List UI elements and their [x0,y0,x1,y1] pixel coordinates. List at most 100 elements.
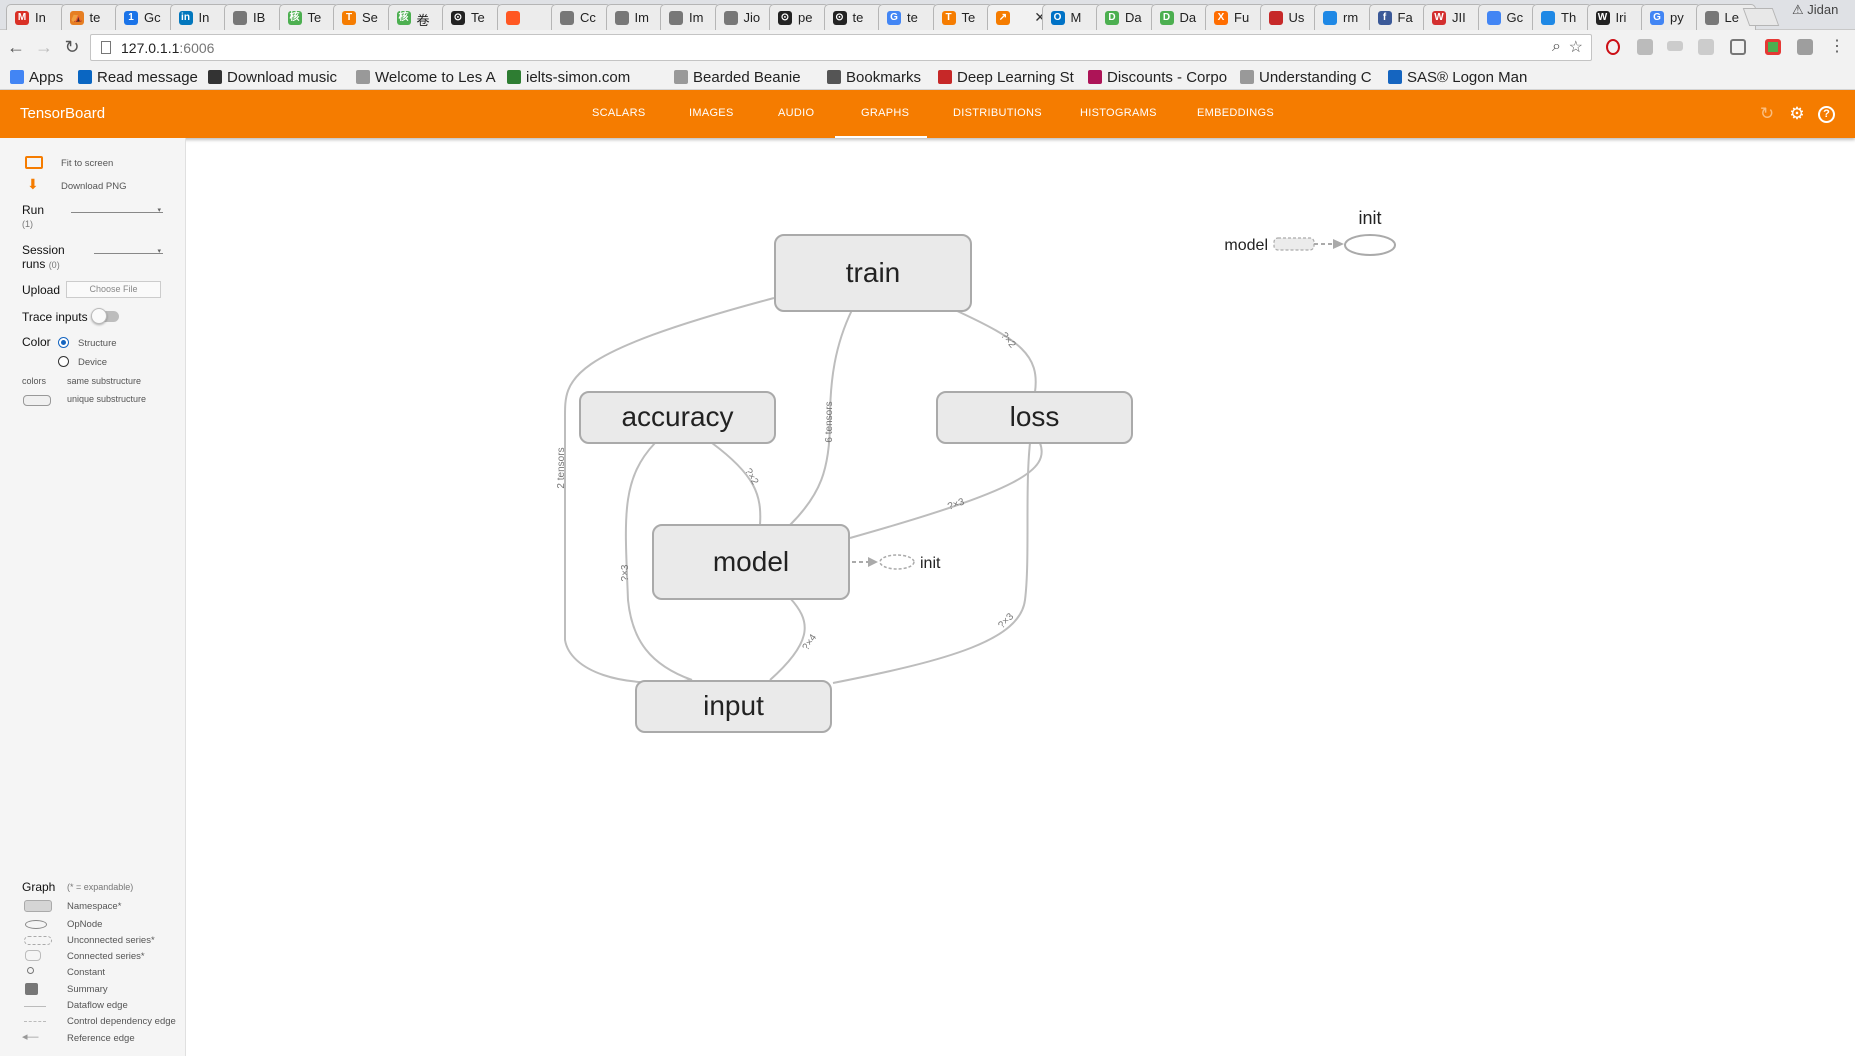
tab-favicon-icon [1268,11,1283,25]
browser-tab[interactable]: rm [1314,4,1374,30]
bookmark-label: Bookmarks [846,69,922,86]
graph-canvas[interactable]: 2 tensors 6 tensors ?×2 ?×2 ?×3 ?×3 ?×3 … [187,138,1855,1056]
fit-to-screen-button[interactable]: Fit to screen [61,158,114,169]
browser-tab[interactable]: ⊙pe [769,4,829,30]
legend-item-connected-series: Connected series* [67,951,145,962]
tab-favicon-icon: M [15,11,29,25]
address-bar[interactable]: 127.0.1.1:6006 ⌕ ☆ [90,34,1592,61]
legend-item-namespace: Namespace* [67,901,122,912]
browser-tab[interactable]: Jio [714,4,775,30]
new-tab-button[interactable] [1742,8,1780,26]
bookmark-item[interactable]: Bearded Beanie [674,69,801,86]
bookmark-item[interactable]: Discounts - Corpo [1088,69,1227,86]
bookmark-item[interactable]: ielts-simon.com [507,69,630,86]
tab-scalars[interactable]: SCALARS [592,107,646,119]
bookmark-item[interactable]: Bookmarks [827,69,921,86]
browser-tab[interactable]: 核卷 [387,4,448,30]
browser-tab[interactable]: Th [1532,4,1592,30]
browser-tab[interactable]: ⊙Te [442,4,502,30]
model-init-series-node[interactable] [879,554,915,570]
browser-tab[interactable]: Cc [551,4,611,30]
browser-tab[interactable]: Gc [1477,4,1538,30]
node-train[interactable]: train [774,234,972,312]
fit-to-screen-icon[interactable] [25,156,43,169]
browser-tab[interactable]: IB [224,4,284,30]
extension-icon[interactable] [1698,39,1714,55]
browser-tab[interactable]: ⛺te [60,4,121,30]
browser-tab[interactable]: Im [660,4,720,30]
bookmark-item[interactable]: Apps [10,69,63,86]
bookmark-item[interactable]: Download music [208,69,337,86]
color-structure-label: Structure [78,338,117,349]
tab-distributions[interactable]: DISTRIBUTIONS [953,107,1042,119]
tab-favicon-icon: W [1595,11,1610,25]
download-png-button[interactable]: Download PNG [61,181,127,192]
node-input[interactable]: input [635,680,832,733]
profile-button[interactable]: ⚠ Jidan [1792,2,1839,17]
extension-icon[interactable] [1765,39,1781,55]
aux-model-node[interactable] [1273,237,1315,251]
back-icon[interactable]: ← [7,37,25,57]
tab-graphs[interactable]: GRAPHS [861,107,910,119]
bookmark-item[interactable]: Welcome to Les A [356,69,496,86]
node-loss[interactable]: loss [936,391,1133,444]
tab-favicon-icon: 1 [124,11,138,25]
browser-tab[interactable]: Us [1259,4,1320,30]
node-model[interactable]: model [652,524,850,600]
browser-tab[interactable]: ⊙te [823,4,884,30]
bookmark-item[interactable]: Read message [78,69,198,86]
cast-icon[interactable] [1730,39,1746,55]
settings-gear-icon[interactable]: ⚙ [1789,104,1805,123]
color-structure-radio[interactable] [58,337,69,348]
extension-icon[interactable] [1667,41,1683,51]
node-input-label: input [703,690,764,721]
tab-favicon-icon: O [1050,11,1065,25]
bookmark-item[interactable]: Understanding C [1240,69,1372,86]
tab-histograms[interactable]: HISTOGRAMS [1080,107,1157,119]
colors-label: colors [22,376,47,386]
trace-inputs-toggle[interactable] [91,308,119,324]
refresh-icon[interactable]: ↻ [1759,104,1775,123]
opera-icon[interactable] [1606,39,1620,55]
browser-tab[interactable]: Im [605,4,666,30]
bookmark-item[interactable]: SAS® Logon Man [1388,69,1527,86]
tab-embeddings[interactable]: EMBEDDINGS [1197,107,1274,119]
tab-close-icon[interactable]: ✕ [1034,9,1046,25]
node-accuracy[interactable]: accuracy [579,391,776,444]
bookmark-star-icon[interactable]: ☆ [1568,39,1583,56]
tab-favicon-icon [1541,11,1555,25]
extension-icon[interactable] [1797,39,1813,55]
color-device-radio[interactable] [58,356,69,367]
session-runs-dropdown[interactable]: ▾ [94,248,163,255]
choose-file-button[interactable]: Choose File [66,281,161,298]
browser-tab[interactable] [496,4,557,30]
tab-images[interactable]: IMAGES [689,107,734,119]
download-icon[interactable]: ⬇ [27,176,39,192]
zoom-icon[interactable]: ⌕ [1552,38,1561,55]
help-icon[interactable]: ? [1818,106,1835,123]
page-icon [101,41,111,54]
bookmark-item[interactable]: Deep Learning St [938,69,1074,86]
reload-icon[interactable]: ↻ [64,37,80,57]
tab-audio[interactable]: AUDIO [778,107,815,119]
extension-icon[interactable] [1637,39,1653,55]
menu-icon[interactable]: ⋮ [1829,38,1845,55]
aux-init-node[interactable] [1344,234,1396,256]
run-dropdown[interactable]: ▾ [71,207,163,214]
forward-icon[interactable]: → [35,37,53,57]
